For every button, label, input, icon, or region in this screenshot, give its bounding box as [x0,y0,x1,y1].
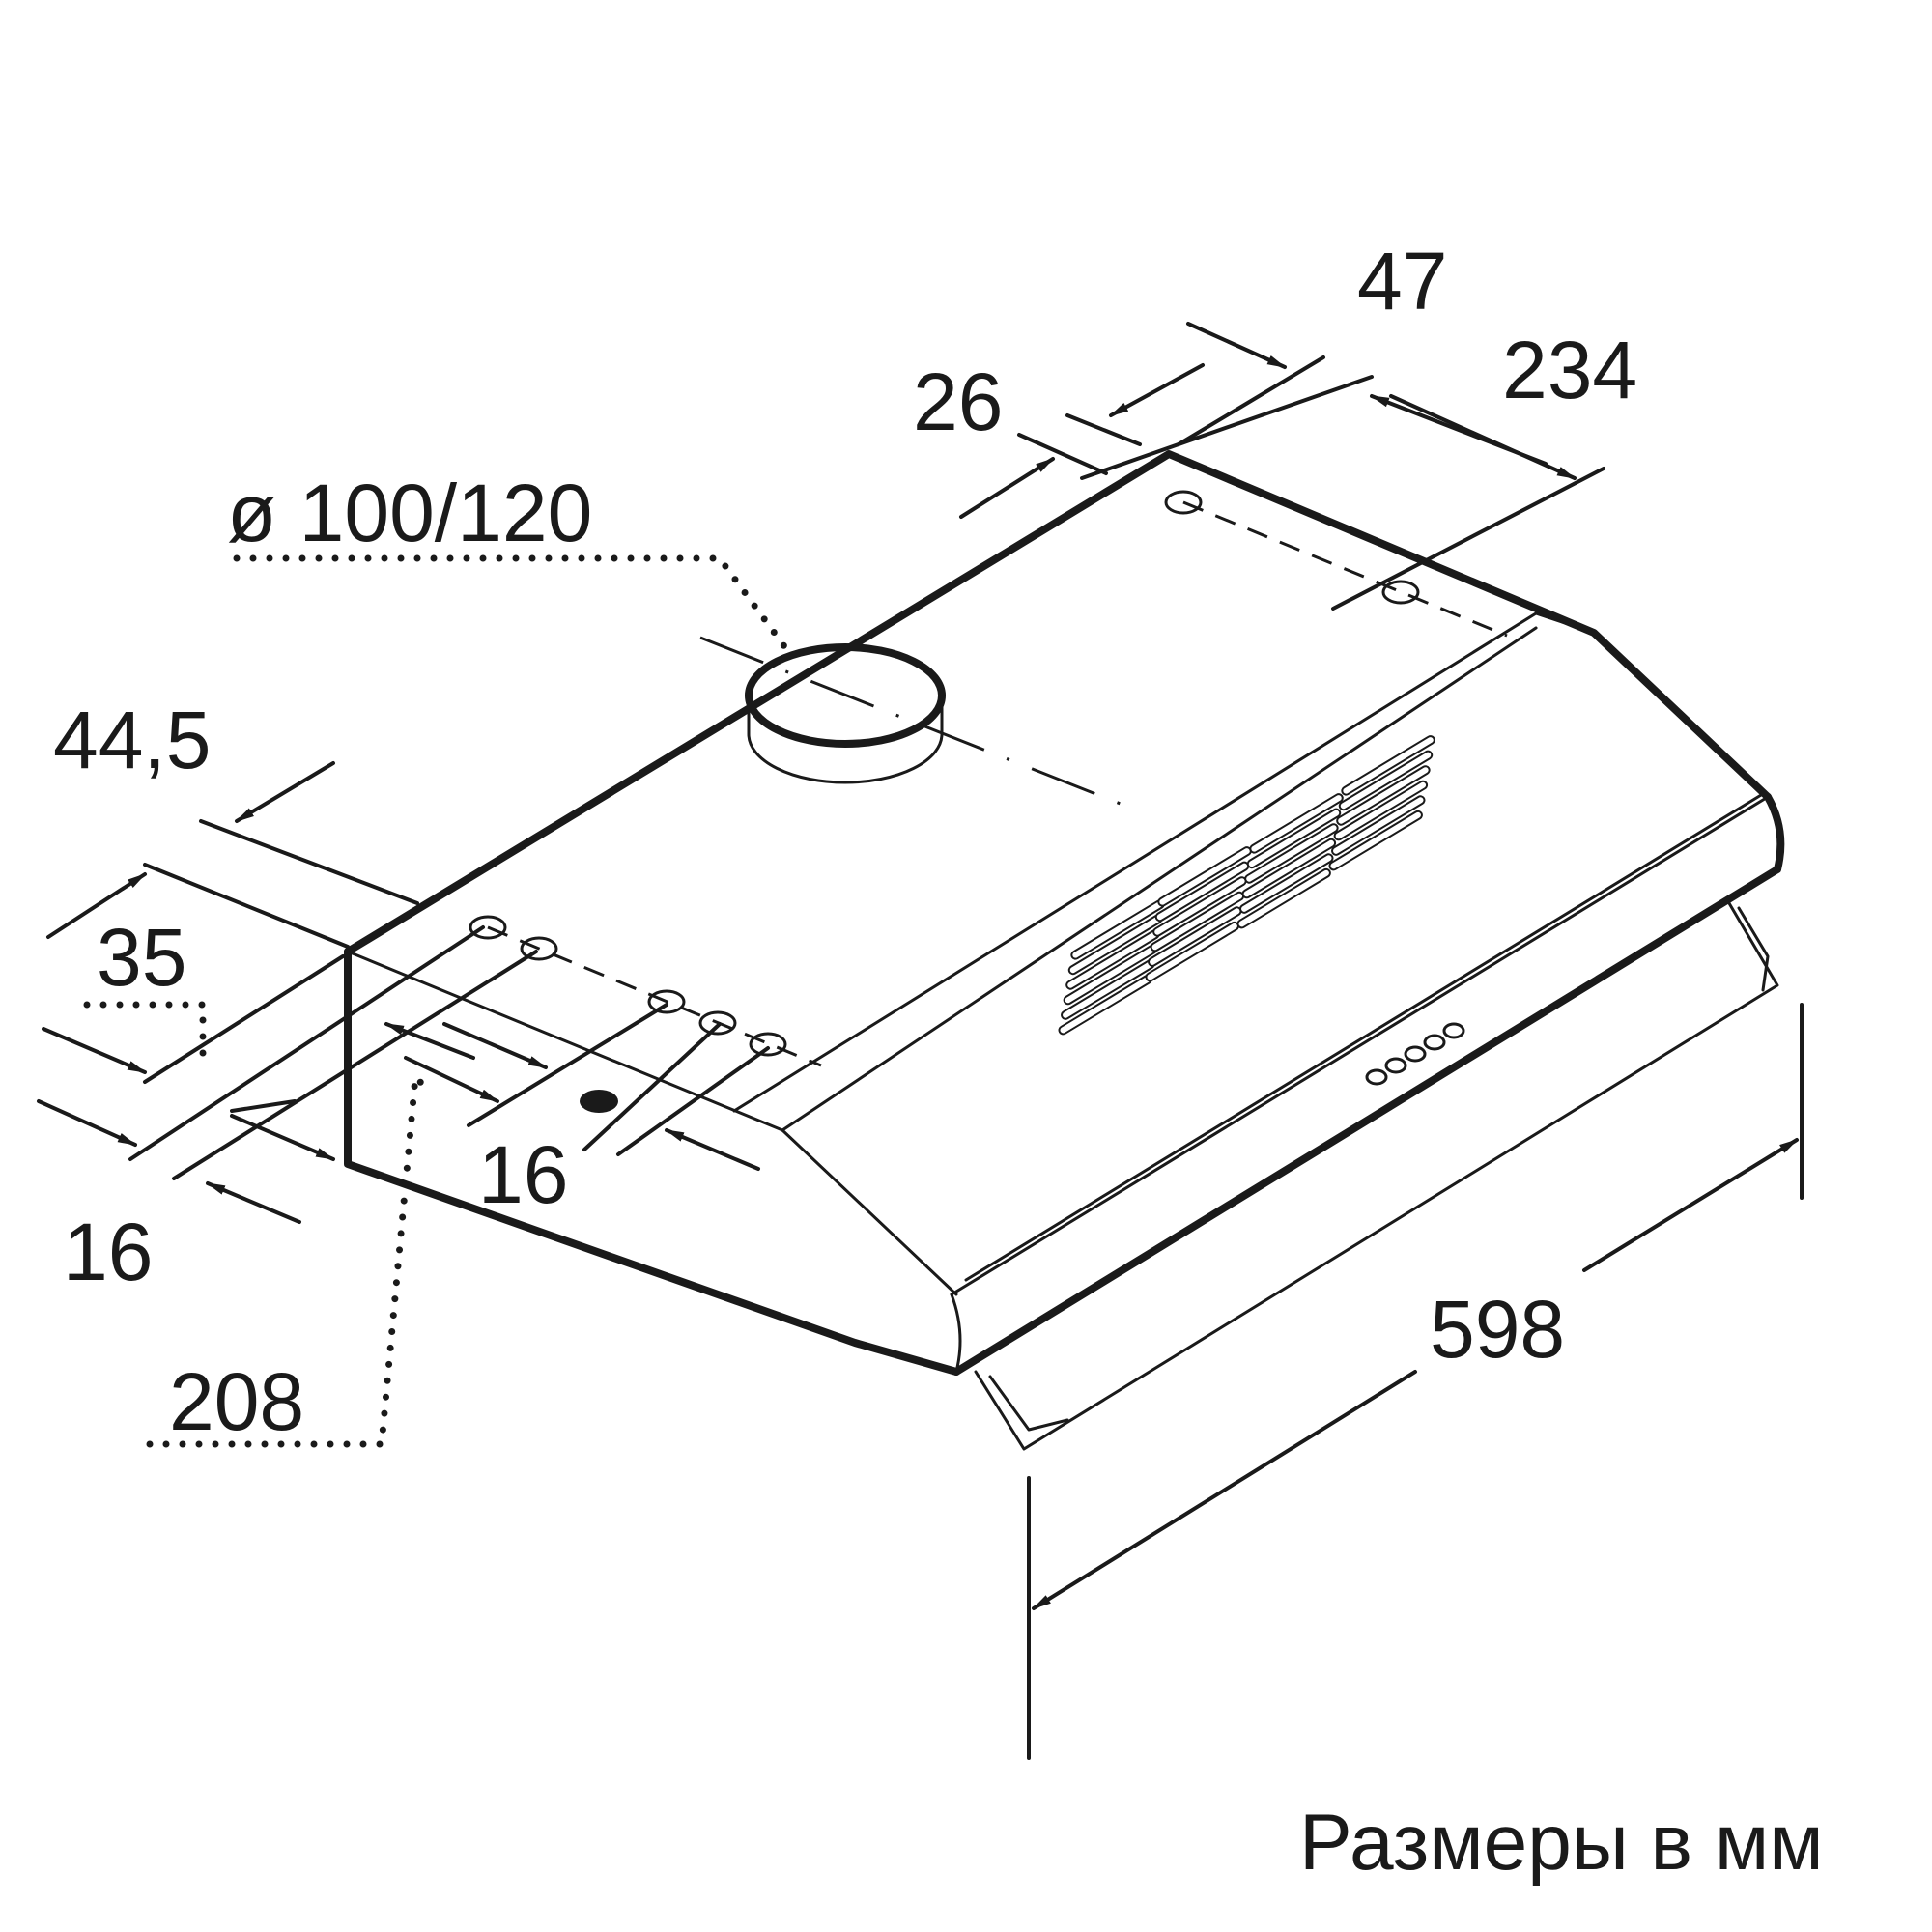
dim-26-ext-1 [1065,413,1142,446]
dim-16-left-ext-3 [230,1099,297,1113]
label-16-left: 16 [63,1207,153,1297]
mounting-hole-front-4 [698,1010,737,1036]
dim-16-mid-arrow-3 [442,1022,548,1069]
dim-35-ext-2 [143,954,345,1084]
control-button [1384,1057,1407,1074]
label-16-middle: 16 [478,1129,568,1220]
collar-body [747,694,944,784]
vent-slot [1239,853,1334,914]
front-hole-line [487,925,822,1067]
vent-slot [1338,750,1434,811]
mounting-hole-front-2 [520,936,558,961]
dim-234-arrow-2 [1370,394,1548,466]
hood-tray-lip-right [1737,906,1770,992]
dim-16-left-ext-1 [128,925,485,1161]
vent-slot [1328,810,1423,871]
dim-26-arrow [959,457,1055,519]
vent-slot [1244,823,1339,884]
label-outlet-diameter: ø 100/120 [227,468,592,558]
hood-front-left-cap [950,1293,962,1374]
dim-234-ext-2 [1331,467,1605,611]
label-44-5: 44,5 [53,695,212,785]
label-47: 47 [1357,236,1447,327]
label-598: 598 [1430,1284,1565,1375]
control-button [1365,1068,1388,1086]
control-button [1442,1022,1465,1039]
dim-44-5-ext [199,819,419,905]
hood-front-top-edge [950,795,1770,1296]
dim-16-left-arrow-2 [206,1181,301,1224]
dim-26-ext-2 [1017,433,1108,475]
rear-hole-line [1182,500,1508,638]
dim-44-5-arrow [235,761,335,823]
dim-16-mid-arrow-left [384,1022,475,1060]
dim-16-left-arrow-1 [37,1099,137,1147]
vent-slot [1341,735,1435,796]
hood-front-bottom-edge [952,866,1781,1376]
leader-35 [83,1001,207,1071]
control-button [1423,1034,1446,1051]
vent-slot [1249,793,1344,854]
hood-body [344,450,1785,1451]
exhaust-collar [699,636,1141,813]
label-26: 26 [913,356,1003,447]
dim-47-arrow-left [1109,363,1205,417]
collar-centerline [699,636,1141,813]
label-234: 234 [1502,325,1637,415]
hood-ridge-join [1534,611,1596,635]
mounting-hole-front-3 [647,989,686,1014]
dim-16-mid-arrow-4 [665,1128,760,1171]
hood-top-front-edge [346,950,784,1132]
dim-35-arrow-1 [46,872,147,939]
dim-16-mid-ext-3 [616,1046,770,1156]
mounting-holes [469,490,1508,1113]
hood-front-bevel [781,1128,958,1296]
hood-ridge-1 [781,626,1538,1132]
dimension-lines [37,322,1804,1760]
dim-47-arrow-right [1186,322,1287,369]
dim-598-arrow-right [1582,1138,1799,1272]
vent-slot [1236,867,1331,929]
dim-16-mid-ext-1 [467,1003,668,1127]
vent-slot [1331,795,1426,856]
control-buttons [1365,1022,1465,1086]
dim-35-ext-1 [143,863,350,949]
dimension-labels: ø 100/120 47 26 234 44,5 35 16 16 208 59… [53,236,1824,1887]
hood-left-side [344,948,960,1376]
mounting-hole-front-5 [749,1032,787,1057]
vent-grille [1058,735,1435,1036]
dim-234-ext-1 [1080,375,1374,480]
vent-slot [1241,838,1337,899]
control-button [1404,1045,1427,1063]
label-35: 35 [97,912,186,1003]
dim-16-left-ext-2 [172,950,538,1180]
hood-top-outline [344,450,1772,955]
dim-16-mid-ext-2 [582,1022,722,1151]
dim-16-left-arrow-3 [230,1114,335,1161]
leader-diameter [233,554,796,661]
mounting-hole-filled [580,1090,618,1113]
label-208: 208 [169,1356,304,1447]
dim-598-arrow-left [1032,1370,1417,1610]
hood-tray-lip-left [988,1375,1069,1432]
vent-slot [1246,808,1342,869]
mounting-hole-rear-left [1164,490,1203,515]
vent-slot [1336,765,1431,826]
dim-47-ext [1177,355,1325,446]
mounting-hole-front-1 [469,915,507,940]
mounting-hole-rear-right [1381,580,1420,605]
leader-208 [146,1069,434,1448]
dim-35-arrow-2 [42,1027,147,1074]
hood-ridge-2 [732,611,1538,1113]
vent-slot [1333,780,1429,841]
dim-16-mid-arrow-right [404,1056,499,1103]
hood-filter-tray [974,901,1779,1451]
hood-front-right-cap [1764,793,1785,873]
hood-front-trim [964,790,1768,1282]
caption-units: Размеры в мм [1299,1799,1824,1887]
